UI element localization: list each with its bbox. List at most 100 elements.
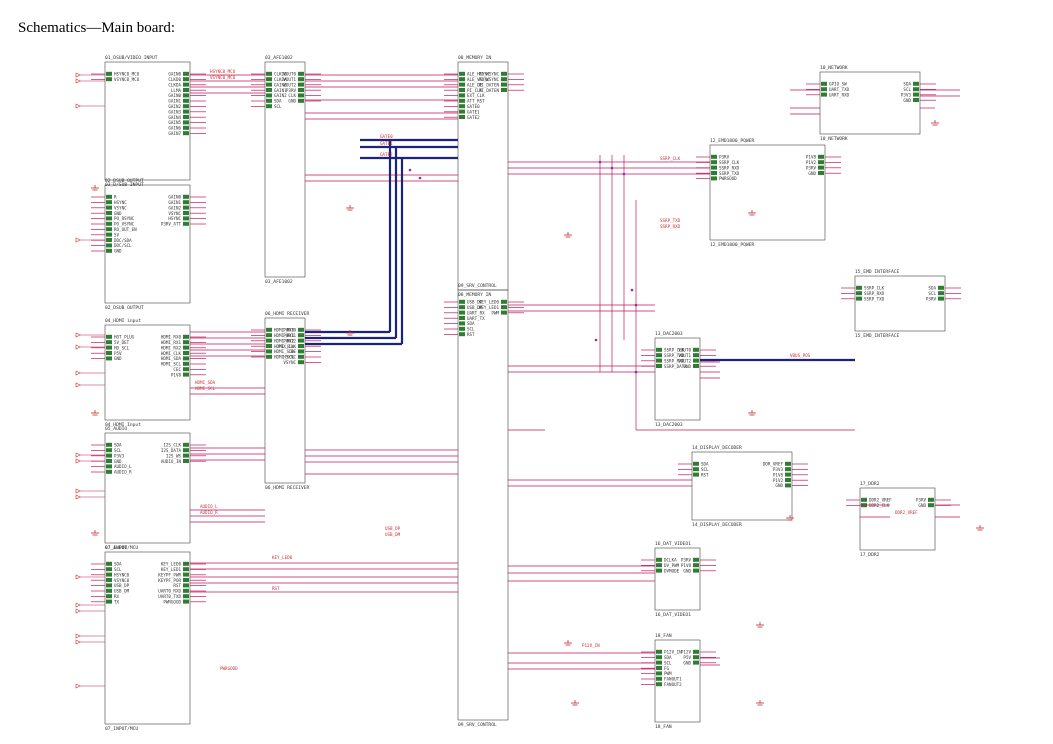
pin-04-l xyxy=(106,334,112,339)
pin-label-14: DDR_VREF xyxy=(763,462,784,467)
pin-label-07: RST xyxy=(173,583,181,588)
pin-label-06: HDMI_RX2 xyxy=(274,338,295,343)
pin-label-03: GAIN0 xyxy=(274,82,287,87)
pin-03-r xyxy=(298,71,304,76)
offsheet-connector xyxy=(75,458,81,464)
pin-label-04: HDMI_RX2 xyxy=(161,345,182,350)
pin-label-03: GAIN1 xyxy=(274,88,287,93)
net-label: USB_DM xyxy=(385,532,401,537)
pin-04-r xyxy=(183,345,189,350)
pin-14-l xyxy=(693,472,699,477)
pin-13-r xyxy=(693,364,699,368)
pin-12-r xyxy=(818,171,824,175)
pin-12-l xyxy=(711,154,717,159)
pin-07-l xyxy=(106,567,112,572)
pin-05-r xyxy=(183,459,189,463)
pin-label-03: SDA xyxy=(274,99,282,104)
pin-08-l xyxy=(459,88,465,92)
pin-07-l xyxy=(106,561,112,566)
block-frame-03 xyxy=(264,61,306,278)
pin-04-r xyxy=(183,334,189,339)
pin-label-04: 5V_DET xyxy=(114,340,130,345)
junction-dot xyxy=(408,168,412,172)
pin-09-l xyxy=(459,299,465,304)
block-title-01: 01_DSUB/VIDEO INPUT xyxy=(105,55,158,61)
block-title-06: 06_HDMI RECEIVER xyxy=(265,311,309,317)
pin-label-07: RX xyxy=(114,594,120,599)
pin-01-l xyxy=(106,71,112,76)
pin-label-14: SDA xyxy=(701,462,709,467)
pin-04-l xyxy=(106,345,112,350)
pin-label-13: GND xyxy=(683,364,691,369)
pin-label-08: ALE_DE xyxy=(467,82,483,87)
pin-10-r xyxy=(913,81,919,86)
pin-04-l xyxy=(106,351,112,355)
pin-label-02: PO_VSYNC xyxy=(114,222,135,227)
pin-09-r xyxy=(501,299,507,304)
pin-label-16: DV_PWM xyxy=(664,563,680,568)
pin-label-04: HDMI_SCL xyxy=(161,362,182,367)
pin-label-04: HDMI_SDA xyxy=(161,356,182,361)
offsheet-connector xyxy=(75,488,81,494)
pin-13-l xyxy=(656,358,662,363)
block-caption-13: 13_DAC2003 xyxy=(655,422,683,428)
pin-label-12: SSRP_CLK xyxy=(719,160,740,165)
pin-label-01: HSYNC0_MCU xyxy=(114,72,140,77)
pin-12-r xyxy=(818,160,824,165)
net-label: SSRP_RXD xyxy=(660,224,681,229)
block-frame-15 xyxy=(854,275,946,332)
pin-label-09: SCL xyxy=(467,327,475,332)
pin-label-17: DDR2_CLK xyxy=(869,503,890,508)
pin-05-r xyxy=(183,453,189,458)
pin-label-04: P5V xyxy=(114,351,122,356)
block-caption-07: 07_INPUT/MCU xyxy=(105,726,138,732)
pin-01-r xyxy=(183,71,189,76)
pin-label-01: GAIN1 xyxy=(168,99,181,104)
pin-18-l xyxy=(656,655,662,660)
pin-02-l xyxy=(106,243,112,248)
net-label: GATE2 xyxy=(380,152,393,157)
pin-02-l xyxy=(106,211,112,215)
pin-label-08: PI_CLK xyxy=(467,88,483,93)
pin-label-02: HSYNC xyxy=(168,216,181,221)
pin-05-l xyxy=(106,442,112,447)
pin-label-08: ATT_RST xyxy=(467,99,485,104)
pin-label-08: PI_DATEN xyxy=(479,82,500,87)
pin-label-03: GAIN2 xyxy=(274,93,287,98)
offsheet-connector xyxy=(75,633,81,639)
pin-label-02: GAIN2 xyxy=(168,205,181,210)
pin-label-02: DDC/SCL xyxy=(114,243,132,248)
pin-14-r xyxy=(785,478,791,482)
block-title-12: 12_EMD1000_POWER xyxy=(710,138,754,144)
pin-label-09: RST xyxy=(467,332,475,337)
block-frame-04 xyxy=(104,324,191,421)
pin-label-04: HOT_PLUG xyxy=(114,335,135,340)
pin-label-15: P3RV xyxy=(926,296,937,301)
pin-label-04: CEC xyxy=(173,367,181,372)
junction-dot xyxy=(634,303,638,307)
pin-16-r xyxy=(693,568,699,573)
offsheet-connector xyxy=(75,639,81,645)
pin-16-l xyxy=(656,557,662,562)
net-label: DDR2_VREF xyxy=(895,510,918,515)
pin-label-14: GND xyxy=(775,483,783,488)
pin-05-l xyxy=(106,453,112,458)
block-frame-02 xyxy=(104,184,191,304)
pin-06-r xyxy=(298,344,304,348)
pin-03-l xyxy=(266,77,272,82)
offsheet-connector xyxy=(75,72,81,78)
pin-label-16: P3RV xyxy=(681,558,692,563)
pin-12-l xyxy=(711,176,717,181)
pin-03-l xyxy=(266,82,272,87)
pin-06-l xyxy=(266,338,272,343)
pin-label-04: HDMI_RX1 xyxy=(161,340,182,345)
net-label: KEY_LED0 xyxy=(272,555,293,560)
block-caption-08: 08_MEMORY IN xyxy=(458,292,491,298)
junction-dot xyxy=(418,176,422,180)
pin-07-r xyxy=(183,583,189,588)
pin-07-l xyxy=(106,599,112,604)
pin-label-04: P1V8 xyxy=(171,372,182,377)
pin-label-03: SCL xyxy=(274,104,282,109)
pin-07-l xyxy=(106,578,112,582)
pin-label-07: TX xyxy=(114,599,120,604)
